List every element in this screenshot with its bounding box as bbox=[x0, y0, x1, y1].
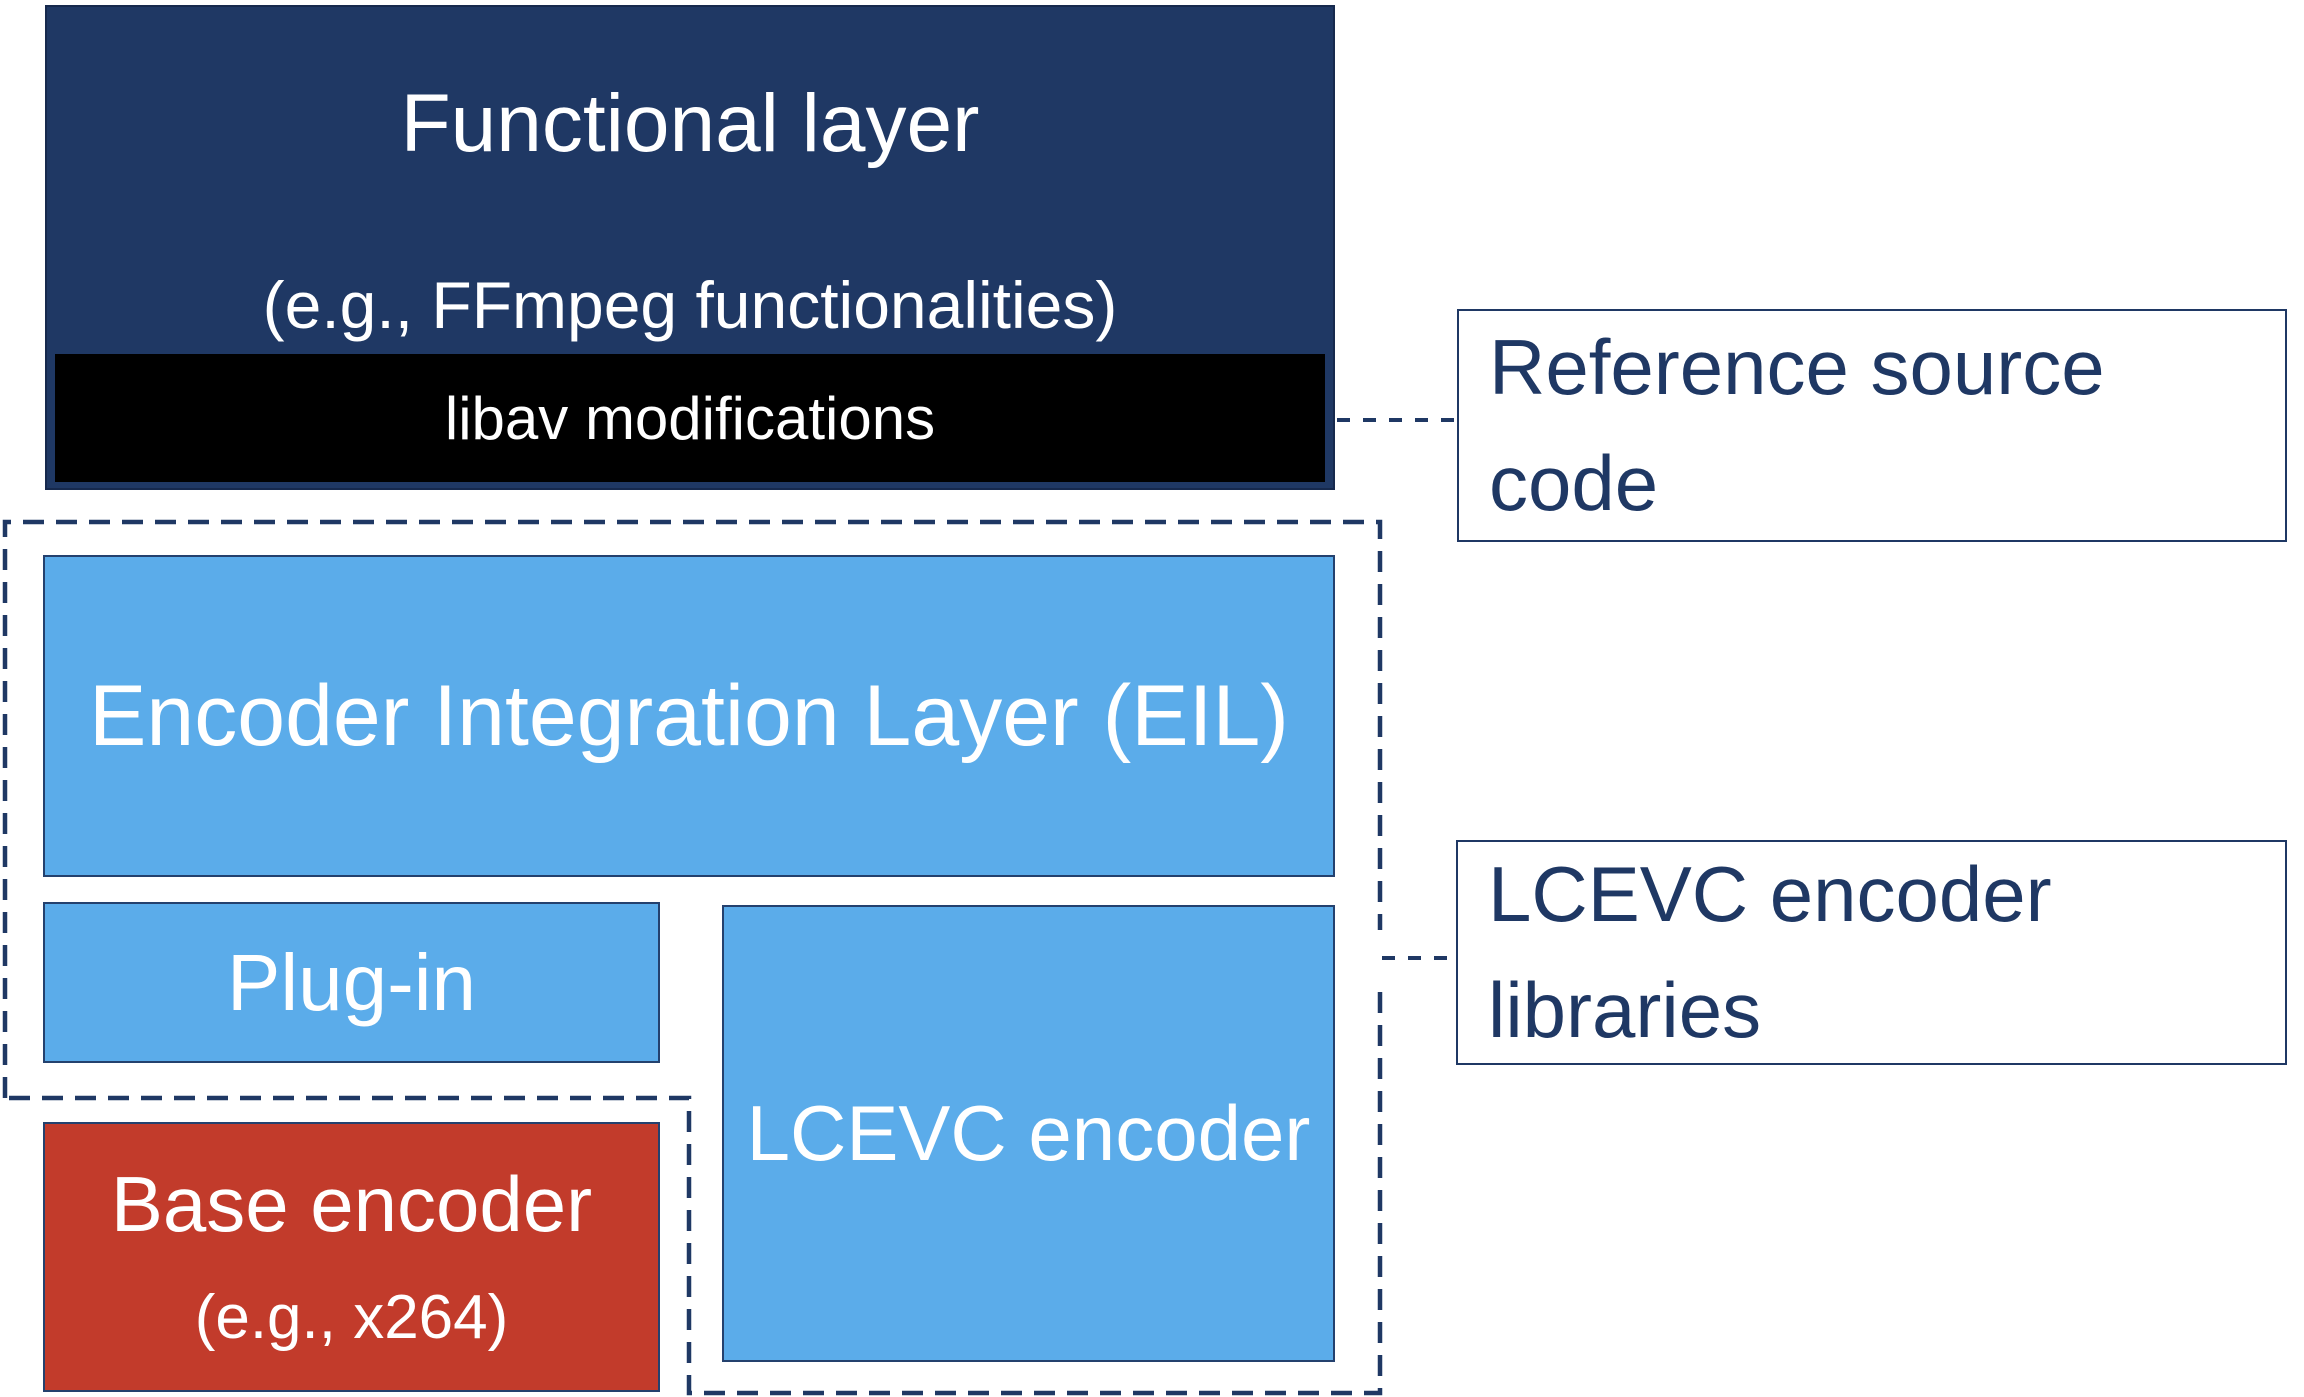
reference-label-line2: code bbox=[1489, 438, 1659, 527]
functional-layer-subtitle: (e.g., FFmpeg functionalities) bbox=[262, 268, 1118, 342]
reference-source-code-label-box: Reference source code bbox=[1457, 309, 2287, 542]
lcevc-encoder-label: LCEVC encoder bbox=[746, 1089, 1311, 1177]
eil-label: Encoder Integration Layer (EIL) bbox=[89, 667, 1289, 764]
libraries-label-line2: libraries bbox=[1488, 965, 1762, 1054]
libraries-label-line1: LCEVC encoder bbox=[1488, 850, 2052, 939]
functional-layer-box: Functional layer (e.g., FFmpeg functiona… bbox=[45, 5, 1335, 490]
lcevc-libraries-label-box: LCEVC encoder libraries bbox=[1456, 840, 2287, 1065]
lcevc-encoder-box: LCEVC encoder bbox=[722, 905, 1335, 1362]
plugin-box: Plug-in bbox=[43, 902, 660, 1063]
reference-label-line1: Reference source bbox=[1489, 323, 2105, 412]
base-encoder-subtitle: (e.g., x264) bbox=[194, 1283, 509, 1352]
functional-layer-title: Functional layer bbox=[400, 78, 980, 169]
plugin-label: Plug-in bbox=[226, 937, 477, 1027]
eil-box: Encoder Integration Layer (EIL) bbox=[43, 555, 1335, 877]
libav-modifications-label: libav modifications bbox=[444, 384, 936, 452]
base-encoder-box: Base encoder (e.g., x264) bbox=[43, 1122, 660, 1392]
libav-modifications-strip: libav modifications bbox=[55, 354, 1325, 482]
base-encoder-title: Base encoder bbox=[110, 1160, 593, 1248]
